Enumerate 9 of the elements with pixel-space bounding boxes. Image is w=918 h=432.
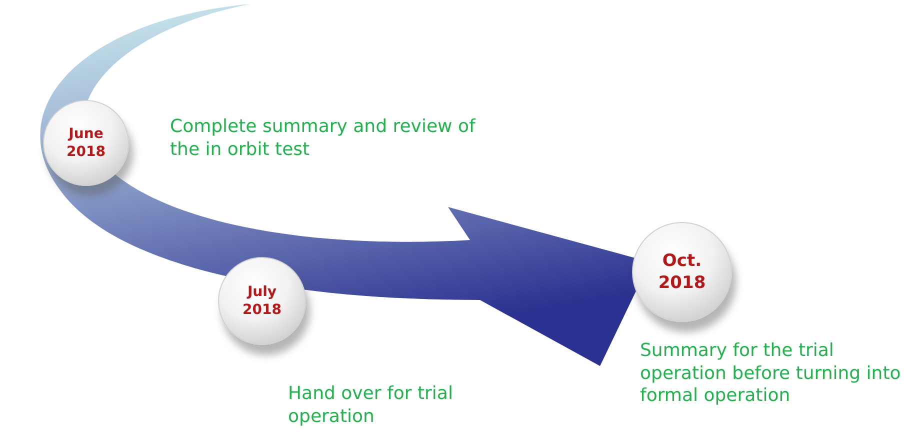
milestone-description: Complete summary and review of the in orbit test [170, 116, 477, 161]
milestone-circle [218, 257, 306, 345]
milestone-description: Hand over for trial operation [288, 383, 454, 428]
milestone-circle [632, 222, 732, 322]
date-label: June 2018 [66, 124, 106, 162]
date-label: Oct. 2018 [657, 250, 707, 294]
date-label: July 2018 [242, 282, 282, 320]
milestone-description: Summary for the trial operation before turning into formal operation [640, 340, 902, 408]
milestone-circle [43, 100, 129, 186]
